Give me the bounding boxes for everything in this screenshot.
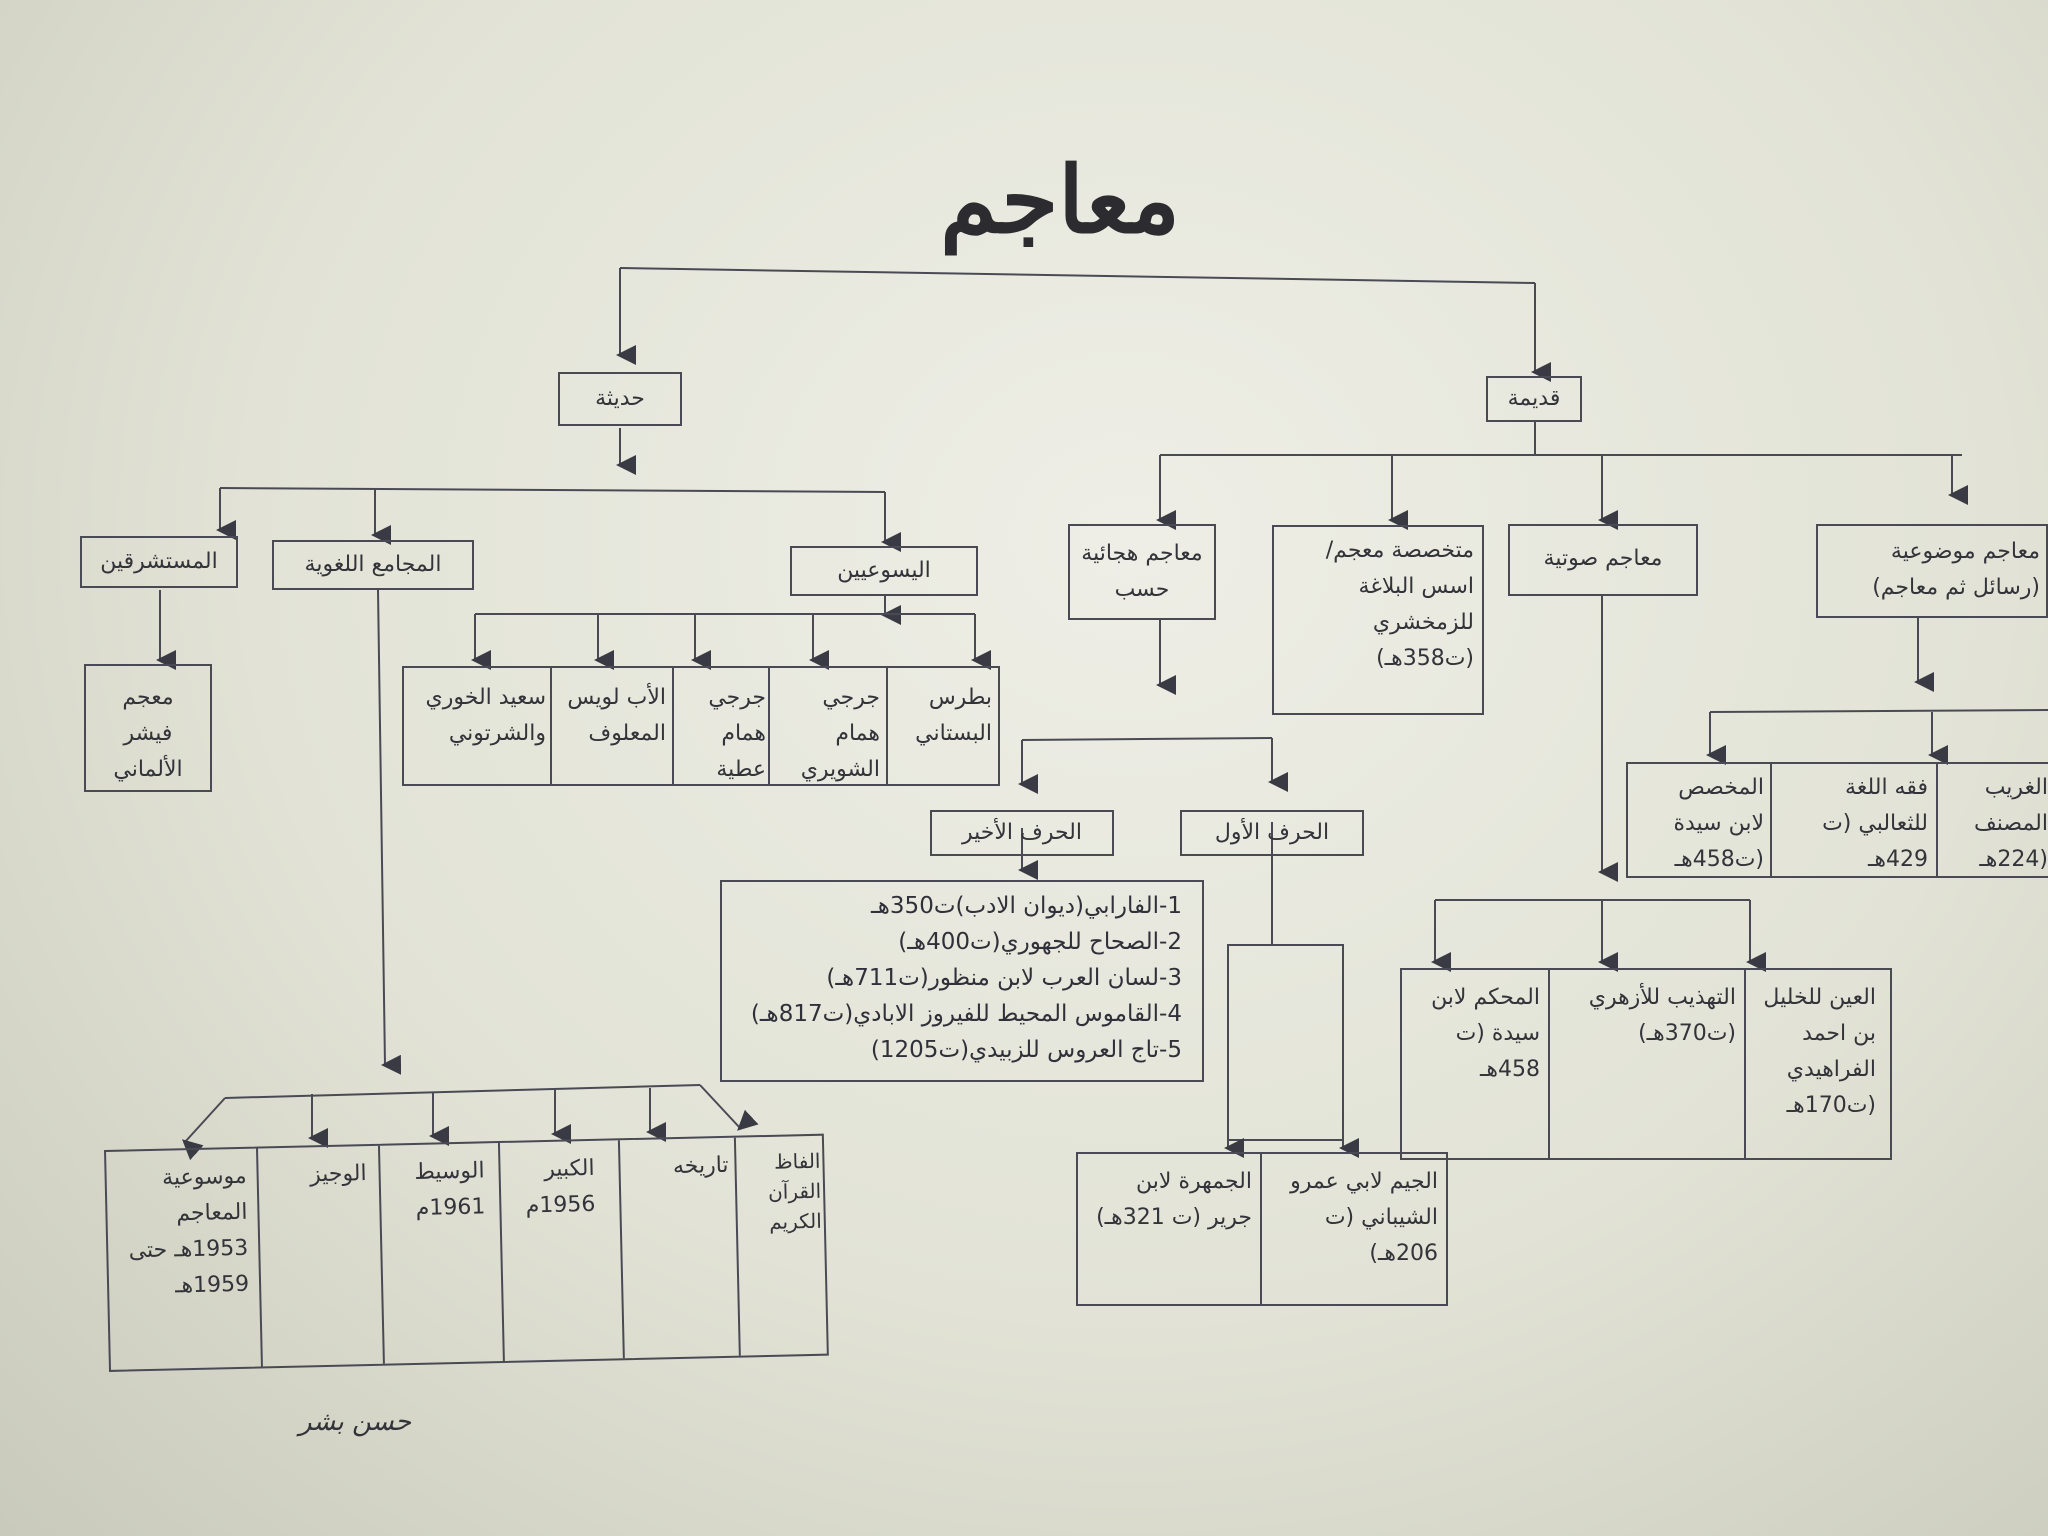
ancient-node: قديمة (1486, 376, 1582, 422)
phonetic-node: معاجم صوتية (1508, 524, 1698, 596)
thematic-item: فقه اللغة للثعالبي (ت 429هـ (1822, 775, 1928, 872)
academies-item: تاريخه (672, 1152, 729, 1180)
modern-node: حديثة (558, 372, 682, 426)
jesuits-item: سعيد الخوري والشرتوني (425, 685, 546, 746)
fischer-dictionary: معجم فيشر الألماني (113, 685, 183, 782)
academies-node: المجامع اللغوية (272, 540, 474, 590)
last-letter-label: الحرف الأخير (962, 820, 1082, 845)
jesuits-table: بطرس البستاني جرجي همام الشويري جرجي هما… (402, 666, 1000, 786)
thematic-table: الغريب المصنف (224هـ فقه اللغة للثعالبي … (1626, 762, 2048, 878)
thematic-label: معاجم موضوعية (رسائل ثم معاجم) (1872, 539, 2040, 600)
specialized-label: متخصصة معجم/اسس البلاغة للزمخشري (ت358هـ… (1325, 538, 1474, 671)
phonetic-label: معاجم صوتية (1543, 546, 1663, 571)
jesuits-item: بطرس البستاني (915, 685, 992, 746)
academies-label: المجامع اللغوية (304, 552, 442, 577)
last-letter-node: الحرف الأخير (930, 810, 1114, 856)
ancient-label: قديمة (1507, 386, 1561, 411)
first-letter-node: الحرف الأول (1180, 810, 1364, 856)
jesuits-item: جرجي همام عطية (708, 685, 766, 782)
thematic-item: الغريب المصنف (224هـ (1973, 775, 2048, 872)
first-letter-item: الجيم لابي عمرو الشيباني (ت 206هـ) (1290, 1169, 1438, 1266)
first-letter-item: الجمهرة لابن جرير (ت 321هـ) (1096, 1169, 1252, 1230)
last-letter-item: 3-لسان العرب لابن منظور(ت711هـ) (826, 965, 1182, 991)
first-letter-table: الجيم لابي عمرو الشيباني (ت 206هـ) الجمه… (1076, 1152, 1448, 1306)
last-letter-item: 2-الصحاح للجهوري(ت400هـ) (898, 929, 1182, 955)
thematic-node: معاجم موضوعية (رسائل ثم معاجم) (1816, 524, 2048, 618)
jesuits-node: اليسوعيين (790, 546, 978, 596)
handwritten-signature: حسن بشر (298, 1407, 412, 1437)
jesuits-item: جرجي همام الشويري (800, 685, 880, 782)
academies-item: الوجيز (309, 1161, 367, 1188)
last-letter-list: 1-الفارابي(ديوان الادب)ت350هـ 2-الصحاح ل… (720, 880, 1204, 1082)
orientalists-node: المستشرقين (80, 536, 238, 588)
last-letter-item: 5-تاج العروس للزبيدي(ت1205) (870, 1037, 1182, 1063)
phonetic-item: المحكم لابن سيدة (ت 458هـ (1431, 985, 1540, 1082)
academies-item: الكبير 1956م (525, 1155, 596, 1219)
orientalists-item: معجم فيشر الألماني (84, 664, 212, 792)
jesuits-label: اليسوعيين (837, 558, 931, 583)
alphabetical-node: معاجم هجائية حسب (1068, 524, 1216, 620)
orientalists-label: المستشرقين (100, 549, 218, 574)
modern-label: حديثة (595, 386, 645, 411)
academies-table: الفاظ القرآن الكريم تاريخه الكبير 1956م … (104, 1133, 829, 1372)
academies-item: الفاظ القرآن الكريم (767, 1148, 823, 1234)
thematic-item: المخصص لابن سيدة (ت458هـ (1673, 775, 1764, 872)
alphabetical-label: معاجم هجائية حسب (1081, 541, 1203, 602)
phonetic-item: العين للخليل بن احمد الفراهيدي (ت170هـ (1763, 985, 1876, 1118)
academies-item: الوسيط 1961م (414, 1158, 486, 1221)
first-letter-label: الحرف الأول (1214, 820, 1330, 845)
phonetic-item: التهذيب للأزهري (ت370هـ) (1588, 985, 1736, 1046)
academies-item: موسوعية المعاجم 1953هـ حتى 1959هـ (128, 1163, 250, 1299)
phonetic-table: العين للخليل بن احمد الفراهيدي (ت170هـ ا… (1400, 968, 1892, 1160)
last-letter-item: 1-الفارابي(ديوان الادب)ت350هـ (871, 893, 1182, 919)
last-letter-item: 4-القاموس المحيط للفيروز الابادي(ت817هـ) (750, 1001, 1182, 1027)
diagram-title: معاجم (940, 146, 1180, 254)
specialized-node: متخصصة معجم/اسس البلاغة للزمخشري (ت358هـ… (1272, 525, 1484, 715)
jesuits-item: الأب لويس المعلوف (567, 685, 666, 746)
